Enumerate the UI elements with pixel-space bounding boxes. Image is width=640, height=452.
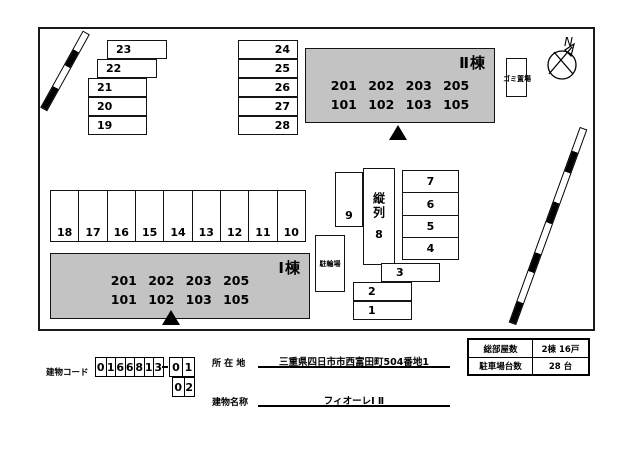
parking-stall-3: 3: [381, 263, 440, 282]
building-code-sub-digits-row2: 0 2: [172, 377, 195, 397]
parking-stall-2: 2: [353, 282, 412, 301]
parking-stall-4: 4: [402, 237, 459, 260]
stall-number: 27: [274, 100, 290, 113]
parking-stall-24: 24: [238, 40, 298, 59]
parking-stall-25: 25: [238, 59, 298, 78]
code-digit: 2: [183, 378, 195, 396]
address-value: 三重県四日市市西富田町504番地1: [258, 354, 450, 368]
stall-number: 4: [426, 242, 435, 255]
stall-number: 8: [375, 228, 383, 241]
stall-number: 28: [274, 119, 290, 132]
stall-number: 11: [255, 226, 271, 239]
stall-number: 22: [106, 62, 122, 75]
stall-number: 19: [97, 119, 113, 132]
parking-stall-21: 21: [88, 78, 147, 97]
garbage-station-label: ゴミ置場: [503, 75, 531, 83]
building-2-label: Ⅱ棟: [459, 54, 486, 72]
garbage-station-box: [506, 58, 527, 97]
parking-stall-13: 13: [193, 191, 221, 241]
code-digit: 0: [172, 360, 180, 374]
building-code-sub-digits-row1: 0 1: [169, 357, 195, 377]
building-1-rooms-lower: 101 102 103 105: [110, 292, 250, 307]
stall-number: 25: [274, 62, 290, 75]
bicycle-parking-label: 駐輪場: [319, 259, 341, 268]
parking-stall-22: 22: [97, 59, 157, 78]
parking-stall-11: 11: [249, 191, 278, 241]
building-1-entrance-triangle-icon: [162, 310, 180, 325]
stall-number: 13: [198, 226, 214, 239]
parking-stall-16: 16: [108, 191, 136, 241]
parking-stall-18: 18: [51, 191, 80, 241]
parking-stall-1: 1: [353, 301, 412, 320]
building-2-rooms-lower: 101 102 103 105: [330, 97, 470, 112]
summary-row-value: 2棟 16戸: [532, 340, 588, 357]
building-name-label: 建物名称: [212, 398, 249, 408]
code-digit: 0: [174, 380, 183, 394]
building-name-value: フィオーレⅠ Ⅱ: [258, 393, 450, 407]
stall-number: 15: [141, 226, 158, 239]
stall-number: 20: [97, 100, 113, 113]
parking-stall-23: 23: [107, 40, 167, 59]
stall-number: 1: [368, 304, 376, 317]
code-digit: 1: [182, 358, 194, 376]
parking-stall-9: 9: [335, 172, 363, 227]
address-label: 所 在 地: [212, 359, 246, 369]
code-hyphen: [162, 366, 168, 368]
stall-number: 7: [426, 175, 435, 188]
stall-number: 3: [396, 266, 404, 279]
code-digit: 6: [124, 358, 135, 376]
code-digit: 1: [105, 358, 116, 376]
bicycle-parking-box: 駐輪場: [315, 235, 345, 292]
code-digit: 6: [115, 358, 125, 376]
stall-number: 23: [116, 43, 132, 56]
stall-number: 12: [226, 226, 243, 239]
parking-stall-19: 19: [88, 116, 147, 135]
stall-number: 2: [368, 285, 376, 298]
code-digit: 8: [134, 358, 144, 376]
stall-number: 24: [274, 43, 290, 56]
building-code-main-digits: 0 1 6 6 8 1 3: [95, 357, 164, 377]
parking-tandem-stall-8: 縦列 8: [363, 168, 395, 265]
building-1-rooms-upper: 201 202 203 205: [110, 273, 250, 288]
parking-stall-28: 28: [238, 116, 298, 135]
summary-table: 総部屋数 2棟 16戸 駐車場台数 28 台: [467, 338, 590, 376]
stall-number: 16: [113, 226, 129, 239]
parking-stall-7: 7: [402, 170, 459, 193]
code-digit: 0: [96, 360, 105, 374]
parking-stall-5: 5: [402, 215, 459, 238]
parking-stall-26: 26: [238, 78, 298, 97]
stall-number: 9: [345, 209, 353, 222]
parking-stall-12: 12: [221, 191, 250, 241]
stall-number: 18: [57, 226, 73, 239]
building-code-label: 建物コード: [46, 368, 89, 378]
summary-row-label: 駐車場台数: [469, 357, 532, 374]
stall-number: 21: [97, 81, 113, 94]
building-1-label: Ⅰ棟: [278, 259, 301, 277]
summary-row-label: 総部屋数: [483, 344, 518, 355]
parking-stall-20: 20: [88, 97, 147, 116]
parking-stall-17: 17: [79, 191, 108, 241]
stall-number: 26: [274, 81, 290, 94]
compass-icon: N: [547, 35, 577, 80]
parking-stall-6: 6: [402, 192, 459, 216]
building-2-entrance-triangle-icon: [389, 125, 407, 140]
building-1-block: Ⅰ棟 201 202 203 205 101 102 103 105: [50, 253, 310, 319]
parking-stall-27: 27: [238, 97, 298, 116]
stall-number: 6: [426, 197, 435, 211]
parking-stall-14: 14: [164, 191, 193, 241]
building-2-block: Ⅱ棟 201 202 203 205 101 102 103 105: [305, 48, 495, 123]
parking-stall-15: 15: [136, 191, 165, 241]
summary-row-value: 28 台: [532, 357, 588, 374]
stall-number: 10: [283, 226, 299, 239]
stall-number: 5: [426, 220, 435, 233]
parking-row-10-18: 18 17 16 15 14 13 12 11 10: [50, 190, 306, 242]
stall-number: 17: [85, 226, 101, 239]
parking-stall-10: 10: [278, 191, 305, 241]
compass-north-label: N: [564, 35, 573, 49]
tandem-label: 縦列: [371, 192, 386, 220]
code-digit: 1: [143, 358, 154, 376]
stall-number: 14: [170, 226, 186, 239]
building-2-rooms-upper: 201 202 203 205: [330, 78, 470, 93]
code-digit: 3: [153, 358, 163, 376]
